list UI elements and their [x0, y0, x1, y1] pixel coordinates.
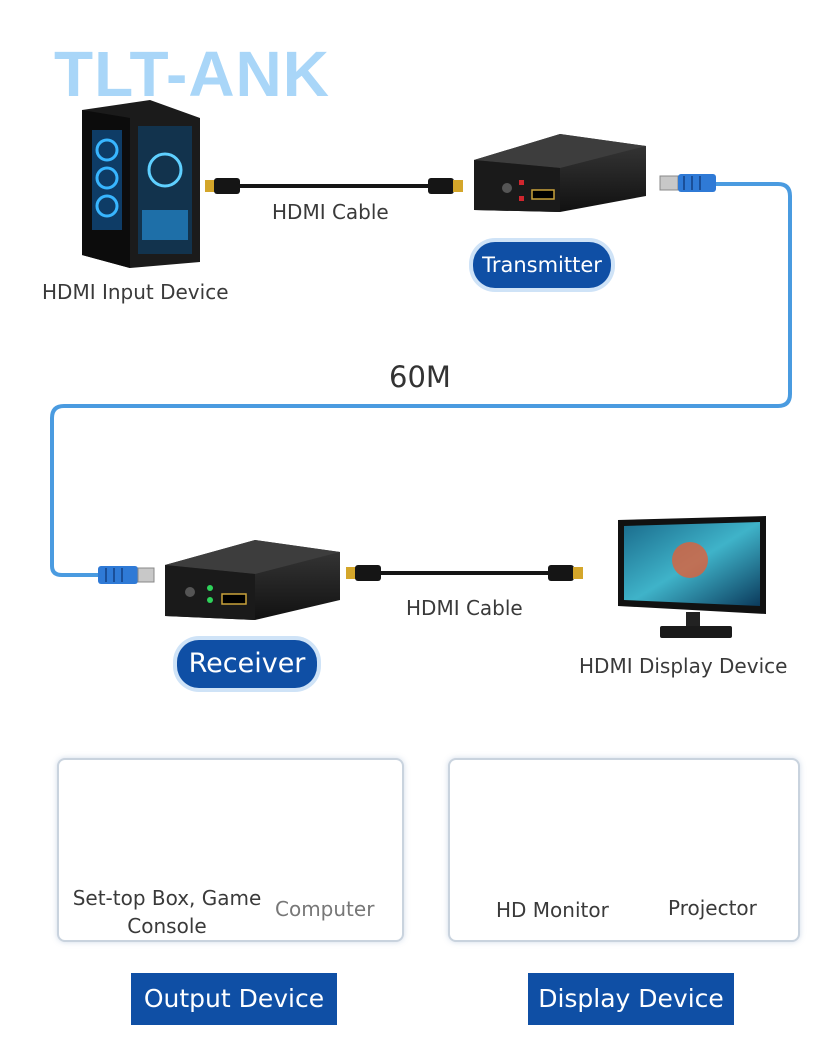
- transmitter-device-icon: [474, 134, 646, 212]
- receiver-device-icon: [165, 540, 340, 620]
- rj45-connector-icon: [659, 174, 716, 192]
- input-device-label: HDMI Input Device: [42, 280, 229, 304]
- receiver-label: Receiver: [177, 640, 317, 688]
- projector-label: Projector: [668, 896, 757, 920]
- hdmi-cable-bottom: [346, 565, 583, 581]
- hd-monitor-label: HD Monitor: [496, 898, 609, 922]
- brand-logo: TLT-ANK: [54, 38, 330, 110]
- display-device-panel: HD Monitor Projector: [448, 758, 800, 942]
- cable-label-top: HDMI Cable: [272, 200, 389, 224]
- display-monitor-icon: [618, 516, 766, 638]
- network-cable: [50, 182, 792, 577]
- output-device-panel: Set-top Box, Game Console Computer: [57, 758, 404, 942]
- transmitter-label: Transmitter: [473, 242, 611, 288]
- set-top-box-label: Set-top Box, Game Console: [72, 886, 262, 938]
- computer-label: Computer: [275, 897, 375, 921]
- distance-label: 60M: [389, 360, 451, 394]
- display-device-tag: Display Device: [528, 973, 734, 1025]
- cable-label-bottom: HDMI Cable: [406, 596, 523, 620]
- hdmi-cable-top: [205, 178, 463, 194]
- rj45-connector-icon: [98, 566, 155, 584]
- output-device-tag: Output Device: [131, 973, 337, 1025]
- pc-tower-icon: [82, 100, 200, 268]
- display-device-label: HDMI Display Device: [579, 654, 788, 678]
